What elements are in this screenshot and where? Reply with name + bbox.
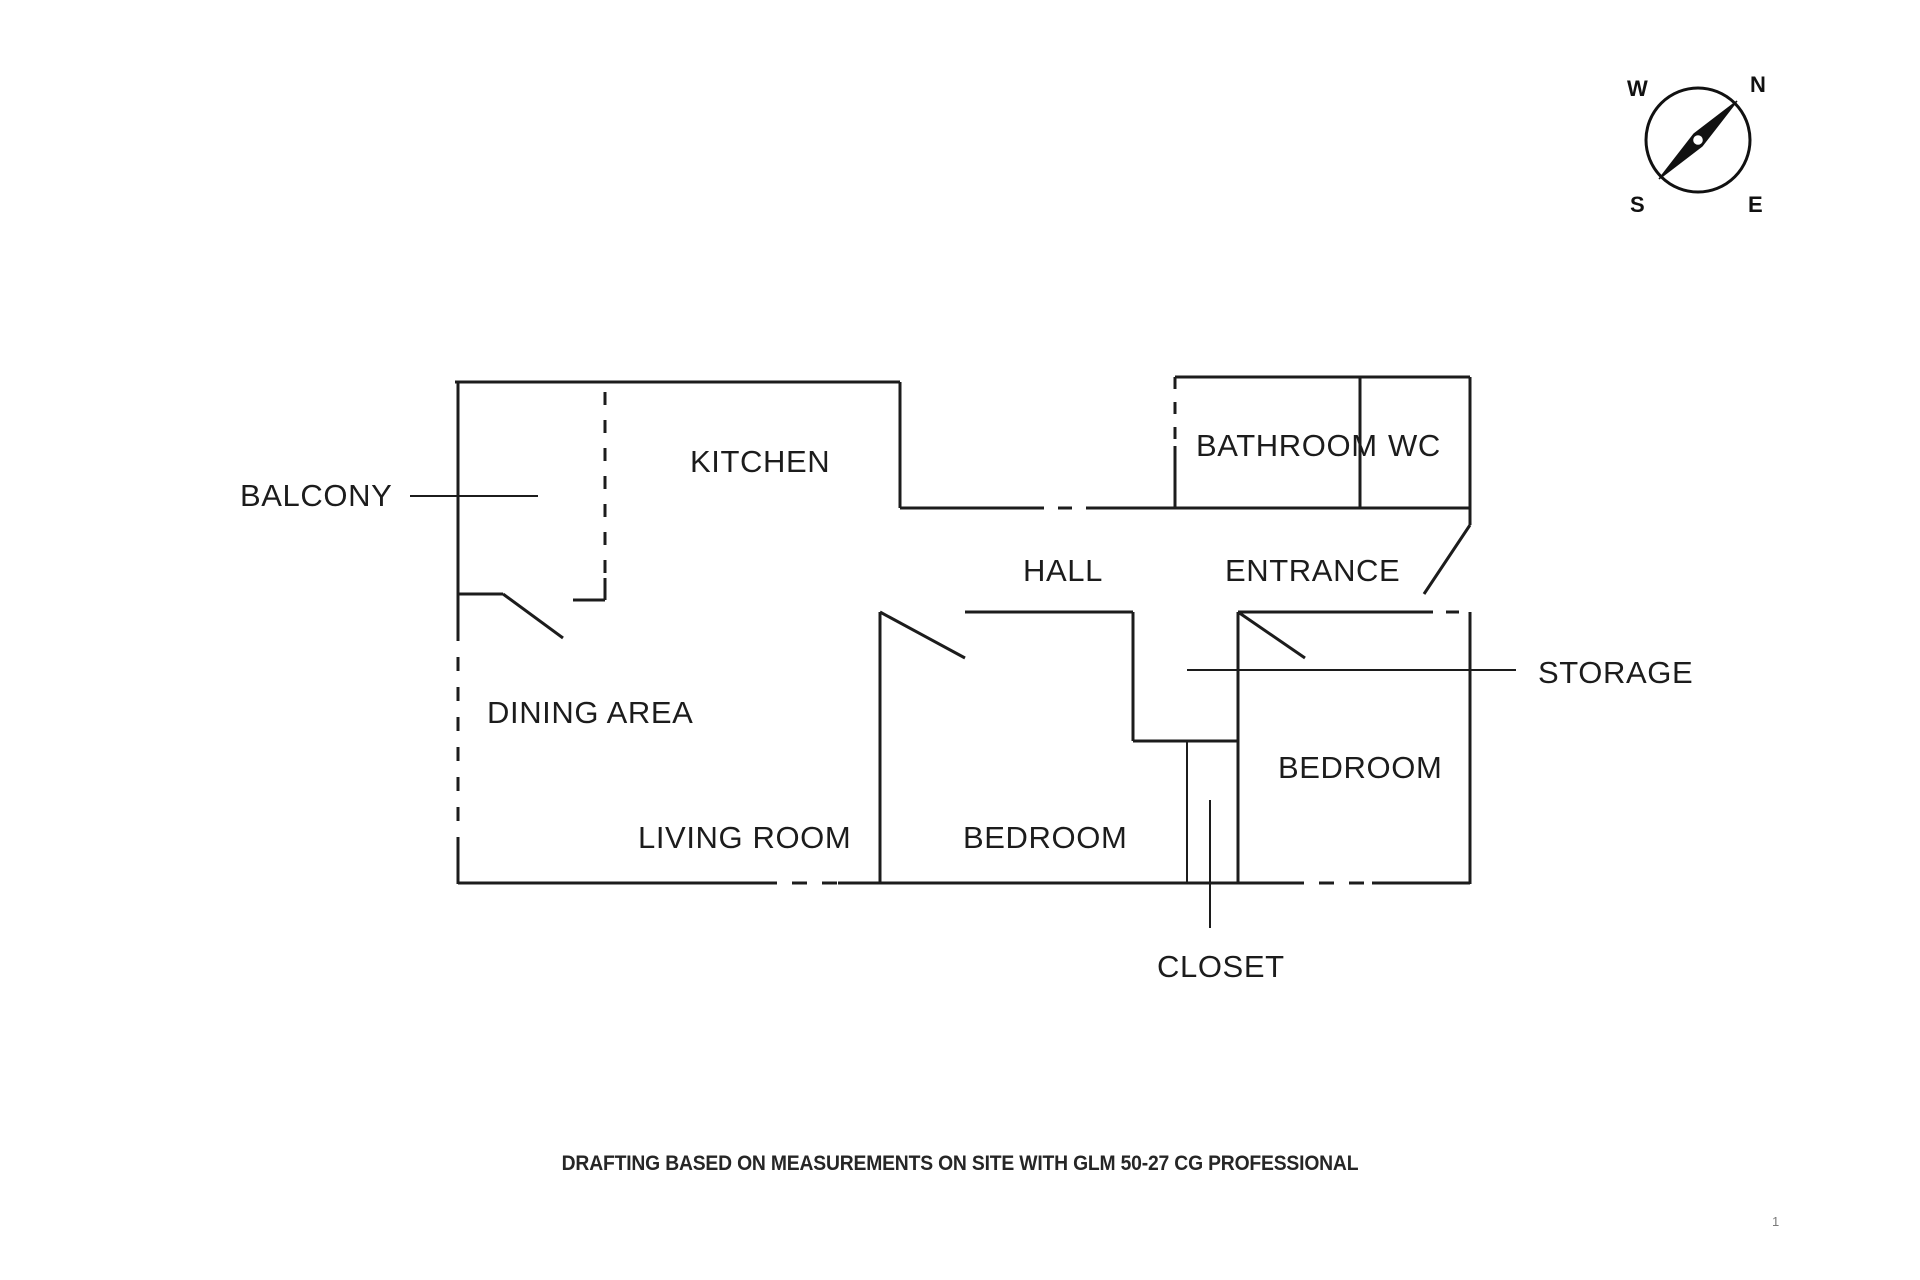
room-label-wc: WC xyxy=(1388,428,1441,463)
callout-label-storage: STORAGE xyxy=(1538,655,1694,690)
callout-label-balcony: BALCONY xyxy=(240,478,393,513)
room-label-hall: HALL xyxy=(1023,553,1103,588)
room-label-bathroom: BATHROOM xyxy=(1196,428,1378,463)
compass-label-west: W xyxy=(1627,76,1648,101)
door-balcony-swing xyxy=(502,592,564,640)
compass-label-east: E xyxy=(1748,192,1763,217)
room-label-kitchen: KITCHEN xyxy=(690,444,831,479)
page-number: 1 xyxy=(1772,1214,1780,1229)
compass-needle-pivot xyxy=(1691,133,1705,147)
door-entrance-swing xyxy=(1422,524,1472,595)
room-label-dining-area: DINING AREA xyxy=(487,695,694,730)
door-bedroom-left-swing xyxy=(879,610,966,660)
door-bedroom-right-swing xyxy=(1237,610,1306,660)
room-label-bedroom-left: BEDROOM xyxy=(963,820,1128,855)
footer-note: DRAFTING BASED ON MEASUREMENTS ON SITE W… xyxy=(561,1152,1359,1175)
room-label-bedroom-right: BEDROOM xyxy=(1278,750,1443,785)
compass-label-south: S xyxy=(1630,192,1645,217)
room-label-entrance: ENTRANCE xyxy=(1225,553,1401,588)
compass-label-north: N xyxy=(1750,72,1766,97)
callout-label-closet: CLOSET xyxy=(1157,949,1285,984)
room-label-living-room: LIVING ROOM xyxy=(638,820,852,855)
compass-circle xyxy=(1644,86,1752,194)
